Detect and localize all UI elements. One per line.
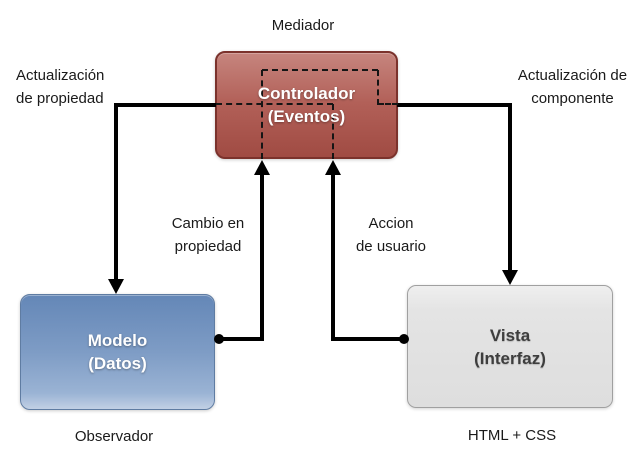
view-node: Vista (Interfaz) <box>407 285 613 408</box>
arrowhead-into-model-icon <box>108 279 124 294</box>
arrowhead-into-view-icon <box>502 270 518 285</box>
edge-controller-to-view-horizontal-line <box>397 103 512 107</box>
arrowhead-into-controller-left-icon <box>254 160 270 175</box>
edge-view-to-controller-vertical-line <box>331 174 335 341</box>
view-caption: HTML + CSS <box>467 427 557 444</box>
edge-label-change-property: Cambio en propiedad <box>171 215 245 255</box>
edge-label-update-property: Actualización de propiedad <box>16 67 105 107</box>
model-connector-dot <box>214 334 224 344</box>
edge-label-user-action: Accion de usuario <box>355 215 427 255</box>
controller-title: Controlador (Eventos) <box>257 84 356 126</box>
dashed-route-view-in-vertical <box>332 104 334 159</box>
edge-controller-to-view-vertical-line <box>508 103 512 272</box>
edge-model-to-controller-horizontal-line <box>219 337 264 341</box>
edge-controller-to-model-horizontal-line <box>116 103 216 107</box>
mediator-caption: Mediador <box>271 17 335 34</box>
model-caption: Observador <box>74 428 154 445</box>
dashed-route-model-in-vertical <box>261 70 263 159</box>
dashed-route-model-out-horizontal <box>216 103 333 105</box>
dashed-route-view-out-horizontal <box>378 103 398 105</box>
view-connector-dot <box>399 334 409 344</box>
dashed-route-view-out-vertical <box>377 70 379 105</box>
controller-node: Controlador (Eventos) <box>215 51 398 159</box>
edge-label-update-component: Actualización de componente <box>517 67 628 107</box>
model-title: Modelo (Datos) <box>87 331 148 373</box>
edge-model-to-controller-vertical-line <box>260 174 264 341</box>
model-node: Modelo (Datos) <box>20 294 215 410</box>
edge-controller-to-model-vertical-line <box>114 103 118 281</box>
edge-view-to-controller-horizontal-line <box>331 337 400 341</box>
view-title: Vista (Interfaz) <box>474 325 546 368</box>
arrowhead-into-controller-right-icon <box>325 160 341 175</box>
dashed-route-model-top-horizontal <box>262 69 378 71</box>
